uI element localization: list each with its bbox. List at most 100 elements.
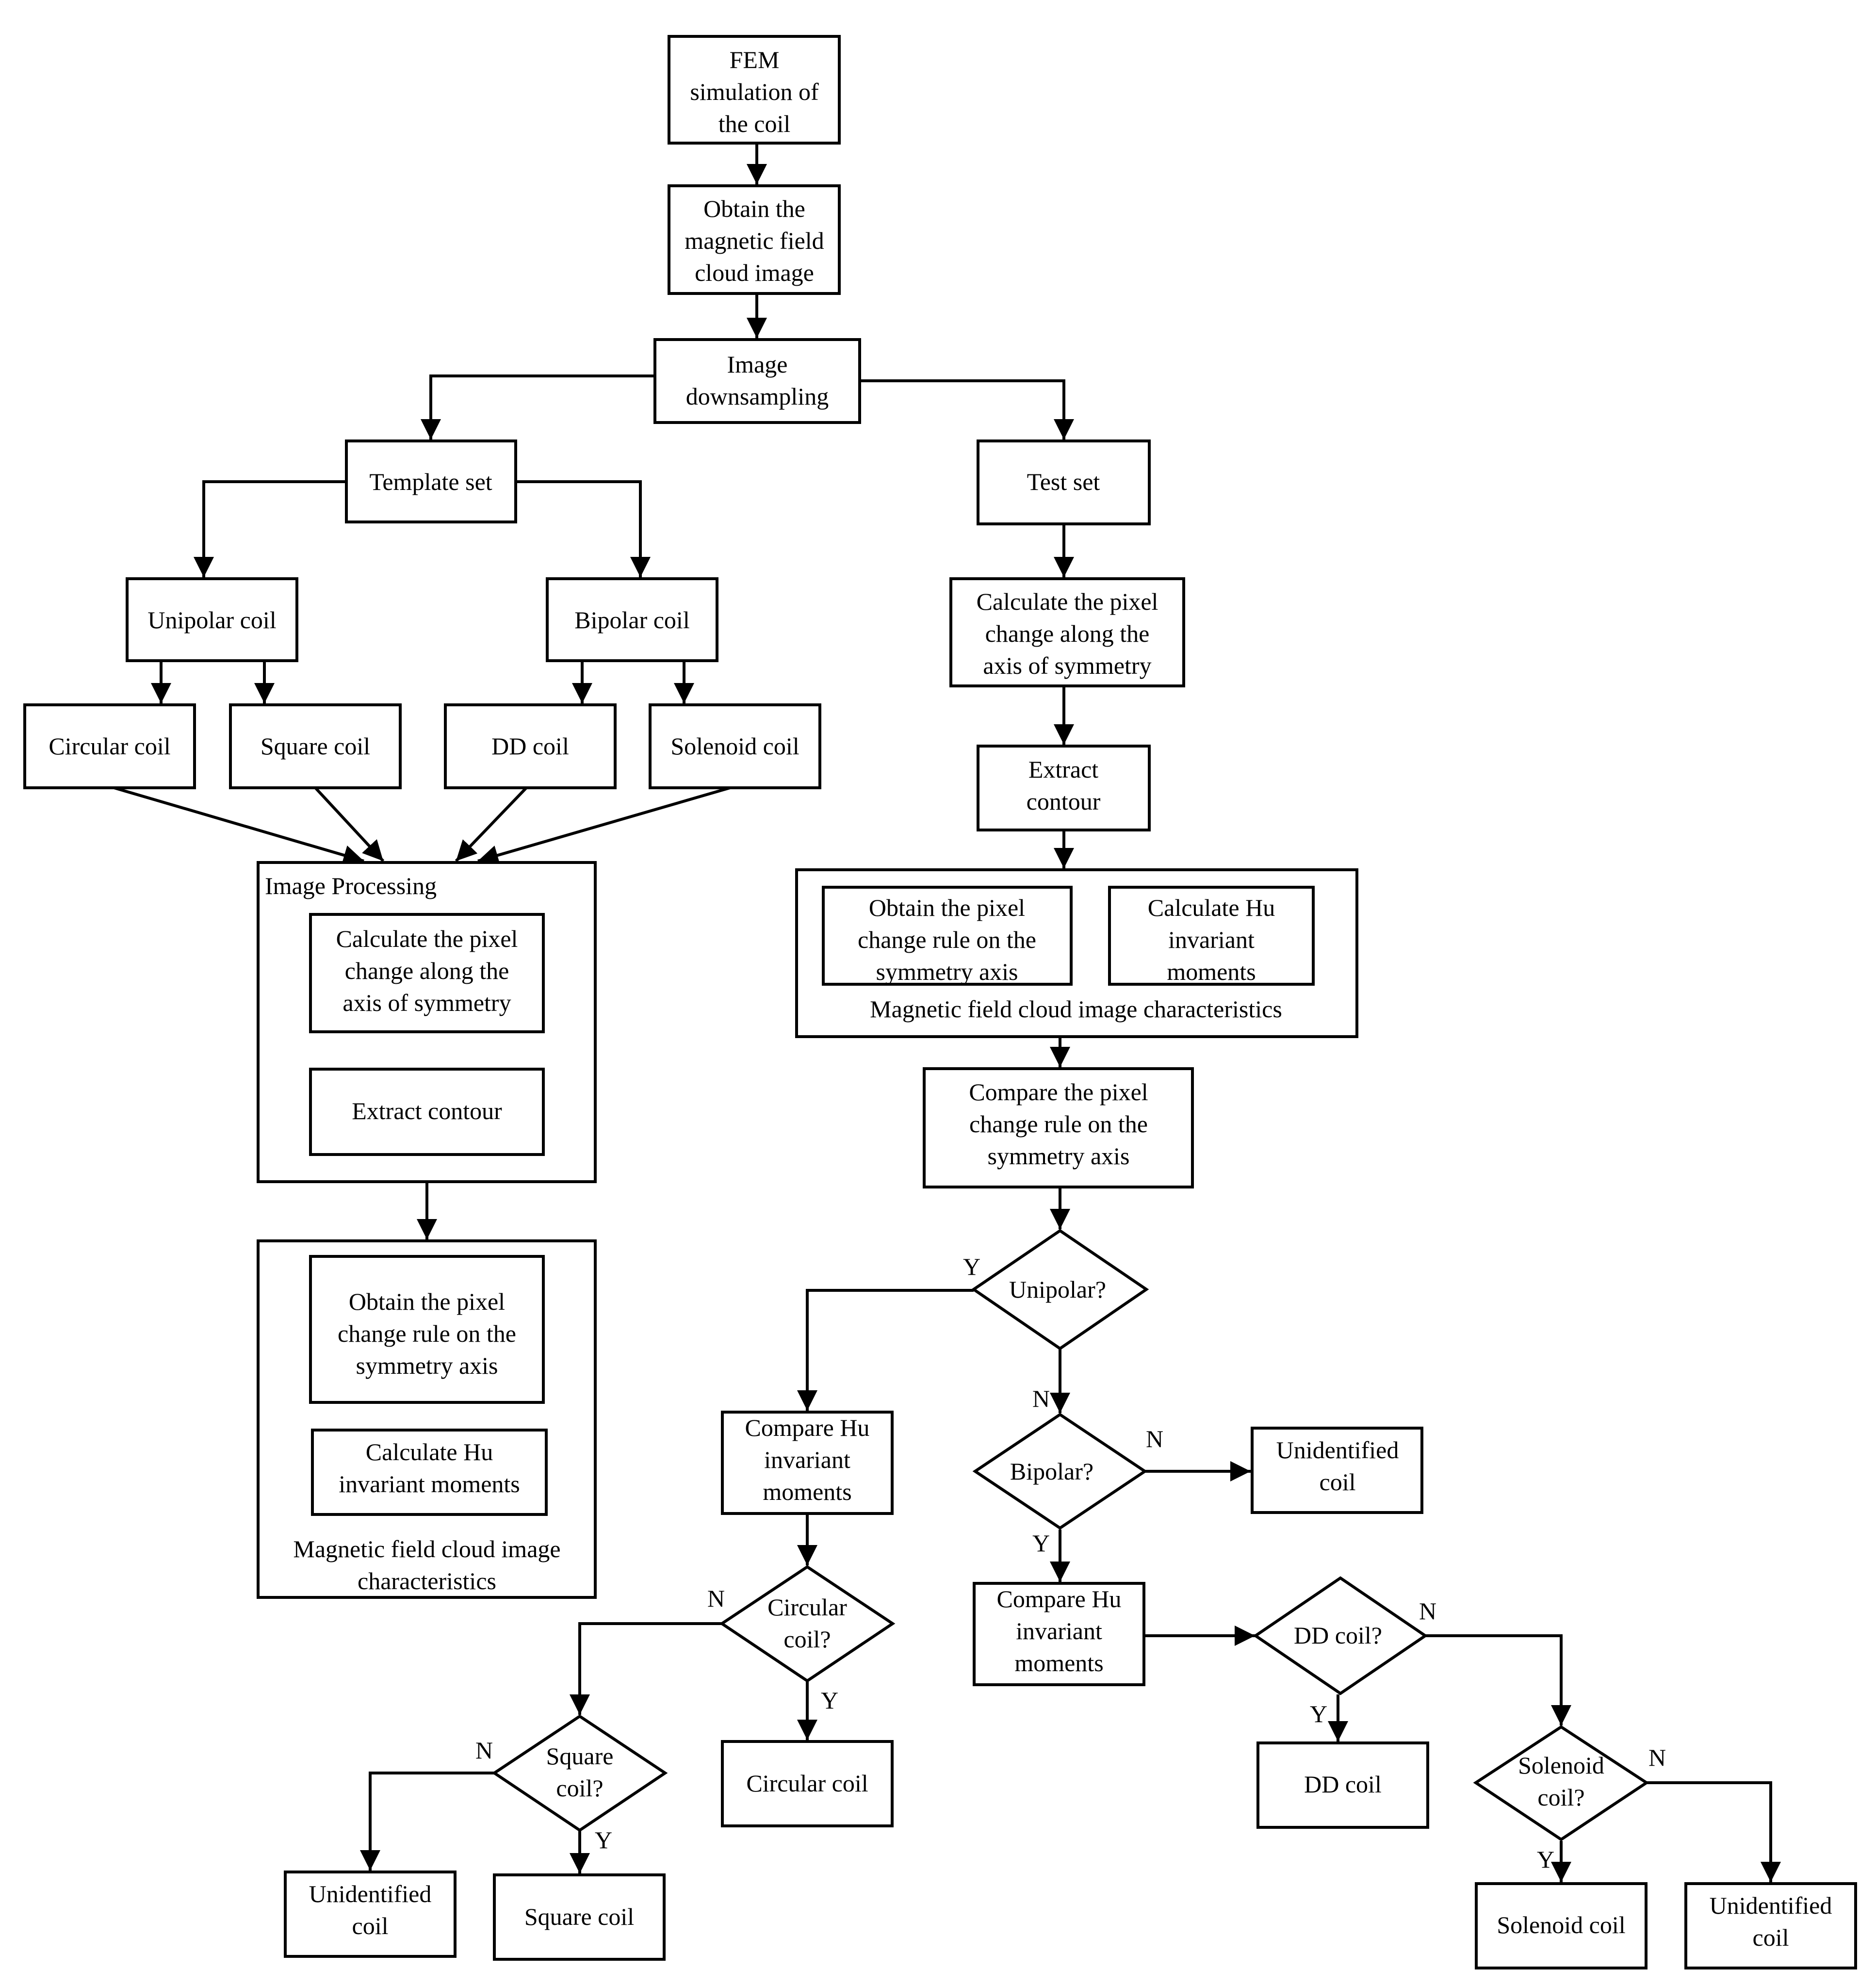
node-left-rule-box (309, 1255, 545, 1404)
label-circular: Circular coil (49, 732, 170, 760)
decision-square (491, 1714, 668, 1832)
connectors (114, 143, 1781, 1882)
node-compare-hu-left-box (721, 1411, 894, 1515)
node-ip-extract-box (309, 1068, 545, 1156)
label-res-solenoid: Solenoid coil (1497, 1911, 1625, 1938)
node-test-set-box (977, 439, 1151, 525)
node-ip-pixel-change-box (309, 913, 545, 1033)
edge-label-circular-no: N (707, 1585, 725, 1612)
node-bipolar-box (546, 577, 718, 662)
node-square-box (229, 703, 402, 789)
node-obtain-cloud-box (668, 184, 841, 295)
node-left-hu-box (311, 1429, 548, 1516)
decision-unipolar (971, 1229, 1149, 1350)
edge-dd-no (1425, 1634, 1571, 1725)
node-r-rule-box (822, 886, 1073, 986)
edge-label-square-yes: Y (595, 1826, 612, 1854)
edge-template-to-bipolar (516, 480, 651, 577)
label-res-circular: Circular coil (746, 1770, 868, 1797)
node-res-dd-box (1256, 1741, 1429, 1829)
node-unidentified-mid-box (1251, 1427, 1423, 1514)
edge-downsampling-to-template (421, 374, 655, 439)
label-unipolar: Unipolar coil (147, 606, 276, 634)
node-res-unident-right-box (1684, 1882, 1857, 1969)
label-solenoid: Solenoid coil (670, 732, 799, 760)
edge-label-unipolar-no: N (1032, 1385, 1050, 1412)
decision-circular (719, 1565, 896, 1683)
edge-solenoid-no (1647, 1781, 1781, 1882)
decision-solenoid (1473, 1725, 1649, 1841)
edge-label-dd-yes: Y (1310, 1700, 1327, 1727)
nodes (23, 35, 1857, 1969)
label-dd: DD coil (491, 732, 569, 760)
label-res-dd: DD coil (1304, 1771, 1382, 1798)
node-res-circular-box (721, 1740, 894, 1827)
edge-label-solenoid-no: N (1648, 1744, 1666, 1771)
edge-label-unipolar-yes: Y (963, 1253, 980, 1280)
label-bipolar: Bipolar coil (574, 606, 689, 634)
node-res-solenoid-box (1475, 1882, 1648, 1969)
edge-solenoid-to-processing (477, 786, 731, 865)
edge-label-solenoid-yes: Y (1537, 1846, 1554, 1873)
edge-unipolar-yes (797, 1289, 974, 1411)
node-dd-box (444, 703, 617, 789)
edge-label-bipolar-no: N (1146, 1425, 1163, 1452)
edge-label-circular-yes: Y (821, 1687, 838, 1714)
edge-template-to-unipolar (194, 480, 346, 577)
edge-circular-no (570, 1622, 722, 1715)
node-fem-box (668, 35, 841, 145)
label-q-bipolar: Bipolar? (1010, 1458, 1093, 1485)
edge-label-dd-no: N (1419, 1597, 1436, 1625)
node-r-pixel-change-box (949, 577, 1185, 687)
node-circular-box (23, 703, 196, 789)
edge-label-bipolar-yes: Y (1032, 1529, 1050, 1557)
edge-square-no (360, 1772, 494, 1871)
edge-square-to-processing (314, 786, 385, 862)
edge-downsampling-to-test (860, 379, 1074, 439)
label-r-characteristics: Magnetic field cloud image characteristi… (870, 995, 1282, 1023)
label-template-set: Template set (369, 468, 492, 495)
label-square: Square coil (261, 732, 370, 760)
node-compare-rule-box (923, 1067, 1194, 1188)
node-compare-hu-right-box (973, 1582, 1145, 1686)
label-q-dd: DD coil? (1294, 1622, 1382, 1649)
edge-label-square-no: N (475, 1737, 493, 1764)
node-template-set-box (345, 439, 517, 523)
edge-dd-to-processing (455, 786, 528, 862)
label-ip-extract: Extract contour (352, 1097, 502, 1124)
label-test-set: Test set (1027, 468, 1100, 495)
decision-dd (1253, 1576, 1428, 1695)
decision-bipolar (972, 1413, 1148, 1530)
node-unipolar-box (126, 577, 298, 662)
label-image-processing: Image Processing (265, 872, 437, 899)
node-solenoid-box (649, 703, 821, 789)
node-r-extract-box (977, 745, 1151, 831)
edge-circular-to-processing (114, 786, 364, 865)
node-downsampling-box (653, 338, 861, 424)
node-res-square-box (493, 1873, 666, 1961)
node-r-hu-box (1108, 886, 1315, 986)
label-res-square: Square coil (524, 1903, 634, 1930)
